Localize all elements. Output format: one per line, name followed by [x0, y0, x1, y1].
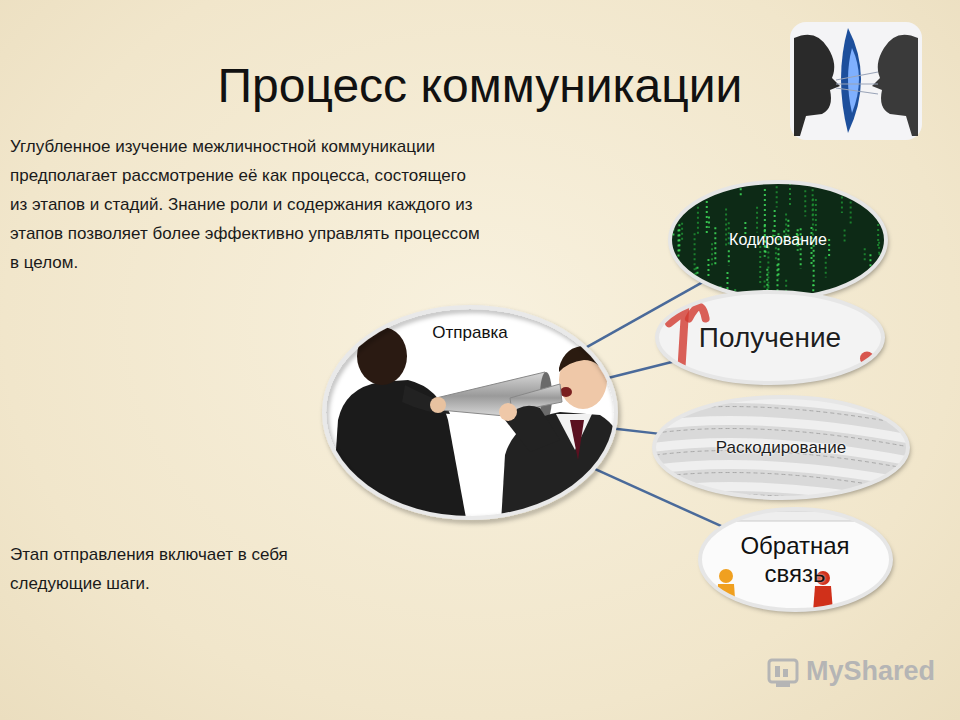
stage-ellipse: Раскодирование	[652, 395, 910, 500]
node-label: Обратная связь	[721, 532, 870, 588]
node-label: Получение	[699, 322, 841, 354]
stage-ellipse: Отправка	[322, 305, 618, 520]
slide-title: Процесс коммуникации	[0, 58, 960, 113]
stage-ellipse: Получение	[655, 290, 885, 385]
connector-line	[615, 429, 657, 434]
node-label: Кодирование	[729, 231, 827, 249]
node-text: Раскодирование	[652, 395, 910, 500]
connector-line	[609, 362, 673, 378]
watermark: MyShared	[806, 656, 935, 687]
node-text: Отправка	[322, 305, 618, 520]
node-label: Раскодирование	[716, 438, 846, 458]
node-text: Обратная связь	[698, 507, 893, 612]
node-text: Кодирование	[668, 180, 888, 300]
note-paragraph: Этап отправления включает в себя следующ…	[10, 540, 370, 598]
watermark-icon	[766, 656, 802, 690]
intro-paragraph: Углубленное изучение межличностной комму…	[10, 132, 480, 277]
node-text: Получение	[655, 290, 885, 385]
stage-ellipse: Кодирование	[668, 180, 888, 300]
stage-ellipse: Обратная связь	[698, 507, 893, 612]
faces-icon	[786, 18, 926, 148]
node-label: Отправка	[432, 323, 507, 343]
